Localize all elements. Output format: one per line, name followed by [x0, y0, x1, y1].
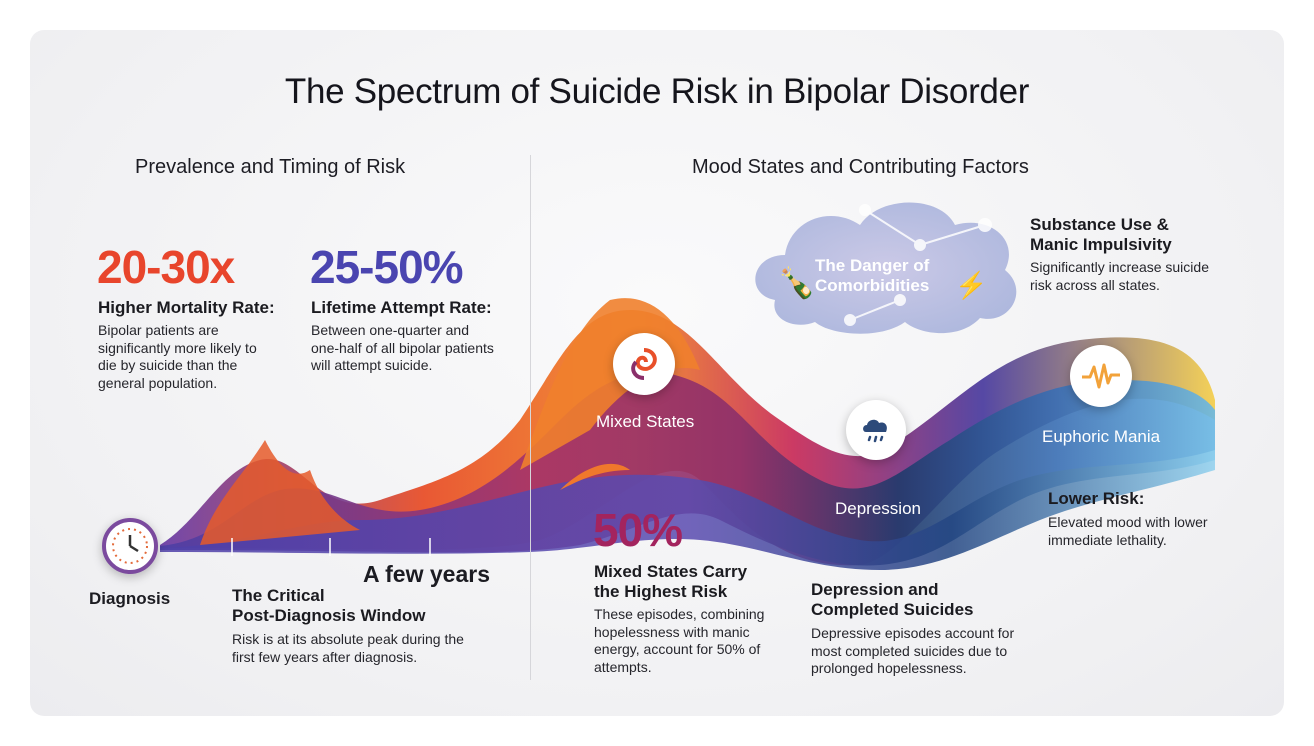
rain-cloud-icon: [846, 400, 906, 460]
page-title: The Spectrum of Suicide Risk in Bipolar …: [284, 72, 1030, 111]
wave-band-front: [160, 450, 1215, 570]
mixed-states-stat: 50%: [593, 504, 683, 556]
section-divider: [530, 155, 531, 680]
flame-peak-left: [200, 440, 360, 545]
substance-title: Substance Use &Manic Impulsivity: [1030, 215, 1172, 254]
pulse-icon: [1070, 345, 1132, 407]
attempt-label: Lifetime Attempt Rate:: [311, 298, 492, 317]
left-section-heading: Prevalence and Timing of Risk: [135, 156, 406, 178]
lightning-icon: ⚡: [955, 270, 988, 300]
flame-wisp: [560, 463, 630, 490]
depression-label: Depression: [835, 499, 921, 518]
mixed-states-label: Mixed States: [596, 412, 695, 431]
swirl-icon: [613, 333, 675, 395]
bottle-icon: 🍾: [778, 267, 816, 300]
lower-risk-title: Lower Risk:: [1048, 489, 1145, 508]
diagnosis-label: Diagnosis: [89, 589, 171, 608]
euphoric-mania-label: Euphoric Mania: [1042, 427, 1161, 446]
network-icon: [844, 204, 992, 326]
clock-icon: [102, 518, 158, 574]
few-years-label: A few years: [363, 561, 490, 587]
mortality-stat: 20-30x: [97, 241, 235, 293]
mortality-label: Higher Mortality Rate:: [98, 298, 275, 317]
right-section-heading: Mood States and Contributing Factors: [692, 156, 1029, 178]
attempt-stat: 25-50%: [310, 241, 464, 293]
